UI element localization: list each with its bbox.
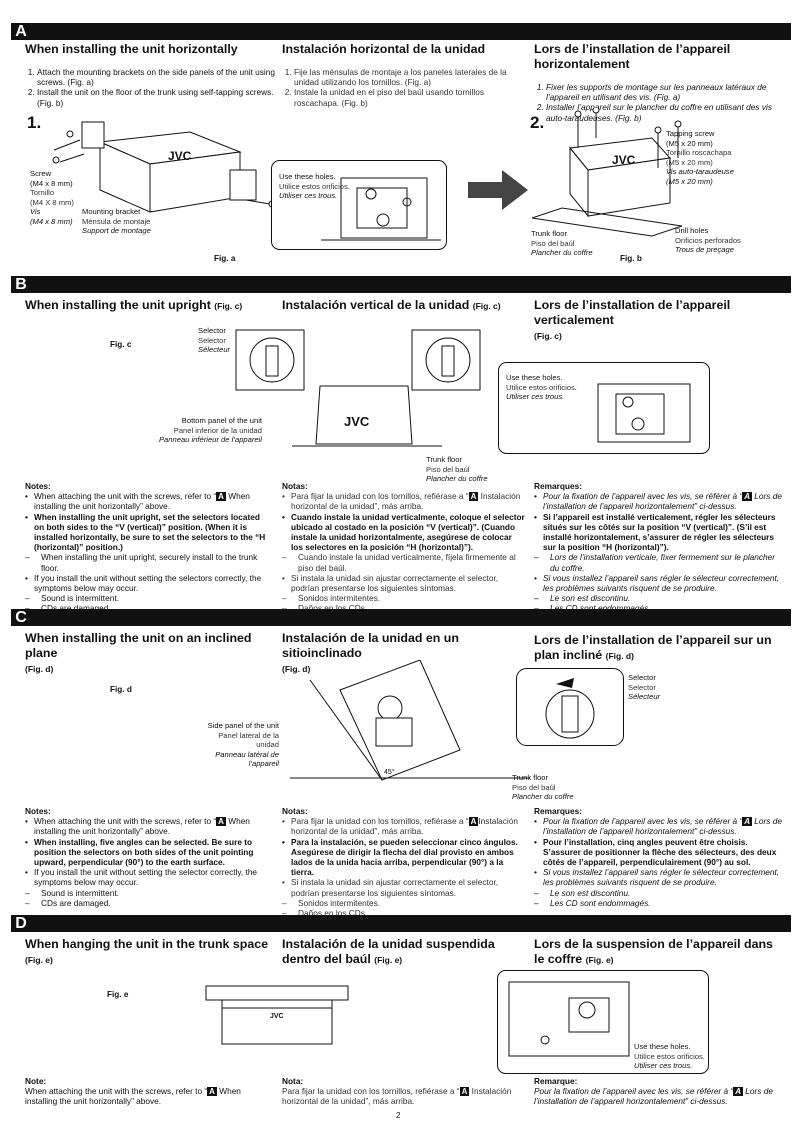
fig-d-label: Fig. d (110, 685, 132, 694)
use-holes-label-d: Use these holes.Utilice estos orificios.… (634, 1042, 705, 1071)
section-a-fr-steps: Fixer les supports de montage sur les pa… (534, 82, 784, 123)
fig-e-drawing: JVC (205, 985, 349, 1045)
section-c-fr-title: Lors de l’installation de l’appareil sur… (534, 633, 772, 662)
jvc-logo: JVC (344, 414, 370, 429)
section-a-es-steps: Fije las ménsulas de montaje a los panel… (282, 67, 526, 108)
use-holes-label-a: Use these holes.Utilice estos orificios.… (279, 172, 350, 201)
section-a-fr: Lors de l’installation de l’appareil hor… (534, 42, 784, 123)
section-c-notes-es: Notas: Para fijar la unidad con los torn… (282, 806, 526, 918)
tapping-screw-label: Tapping screw(M5 x 20 mm) Tornillo rosca… (666, 129, 734, 186)
screw-label: Screw(M4 x 8 mm) Tornillo(M4 X 8 mm) Vis… (30, 169, 74, 226)
section-a-header: A (11, 23, 791, 40)
page-number: 2 (396, 1111, 401, 1120)
use-holes-label-b: Use these holes.Utilice estos orificios.… (506, 373, 577, 402)
fig-a-label: Fig. a (214, 254, 236, 263)
selector-dial-drawing (516, 668, 624, 746)
step: Installer l’appareil sur le plancher du … (546, 102, 784, 122)
section-c-es-title: Instalación de la unidad en un sitioincl… (282, 631, 459, 674)
section-d-note-en: Note: When attaching the unit with the s… (25, 1076, 241, 1107)
section-a-fr-title: Lors de l’installation de l’appareil hor… (534, 42, 731, 71)
section-a-es: Instalación horizontal de la unidad Fije… (282, 42, 526, 108)
section-b-notes-es: Notas: Para fijar la unidad con los torn… (282, 481, 526, 614)
fig-e-label: Fig. e (107, 990, 129, 999)
section-c-header: C (11, 609, 791, 626)
section-a-es-title: Instalación horizontal de la unidad (282, 42, 486, 56)
section-b-en-title: When installing the unit upright (Fig. c… (25, 298, 243, 312)
section-d-note-fr: Remarque: Pour la fixation de l’appareil… (534, 1076, 773, 1107)
section-b-fr-title: Lors de l’installation de l’appareil ver… (534, 298, 731, 341)
jvc-logo: JVC (612, 153, 636, 167)
fig-c-label: Fig. c (110, 340, 132, 349)
step: Fixer les supports de montage sur les pa… (546, 82, 784, 102)
step: Fije las ménsulas de montaje a los panel… (294, 67, 526, 87)
step: Instale la unidad en el piso del baúl us… (294, 87, 526, 107)
jvc-logo: JVC (270, 1013, 284, 1020)
section-d-header: D (11, 915, 791, 932)
fig-b-unit-drawing: JVC (532, 108, 682, 237)
step: Install the unit on the floor of the tru… (37, 87, 275, 107)
fig-a-unit-drawing: JVC (52, 121, 276, 213)
section-d-en-title: When hanging the unit in the trunk space… (25, 937, 268, 965)
holes-box-a (271, 160, 447, 250)
section-a-badge: A (15, 23, 27, 40)
section-b-header: B (11, 276, 791, 293)
holes-box-b (498, 362, 710, 454)
section-b-es-title: Instalación vertical de la unidad (Fig. … (282, 298, 501, 312)
section-b-notes-en: Notes: When attaching the unit with the … (25, 481, 272, 614)
fig-b-label: Fig. b (620, 254, 642, 263)
step-1-number: 1. (27, 113, 42, 132)
holes-box-d (497, 970, 709, 1074)
section-d-note-es: Nota: Para fijar la unidad con los torni… (282, 1076, 512, 1107)
jvc-logo: JVC (168, 149, 192, 163)
section-d-badge: D (15, 915, 27, 932)
fig-d-drawing: 45° (290, 660, 530, 781)
section-c-en-title: When installing the unit on an inclined … (25, 631, 252, 674)
section-d-es-title: Instalación de la unidad suspendida dent… (282, 937, 495, 966)
step: Attach the mounting brackets on the side… (37, 67, 275, 87)
section-b-notes-fr: Remarques: Pour la fixation de l’apparei… (534, 481, 784, 614)
fig-c-drawing: JVC (235, 329, 481, 447)
section-a-en: When installing the unit horizontally At… (25, 42, 275, 108)
step-2-number: 2. (530, 113, 545, 132)
angle-label: 45° (384, 768, 395, 776)
section-c-notes-en: Notes: When attaching the unit with the … (25, 806, 272, 908)
section-c-notes-fr: Remarques: Pour la fixation de l’apparei… (534, 806, 784, 908)
section-d-fr-title: Lors de la suspension de l’appareil dans… (534, 937, 773, 966)
section-a-en-title: When installing the unit horizontally (25, 42, 238, 56)
section-a-en-steps: Attach the mounting brackets on the side… (25, 67, 275, 108)
arrow-right-icon (468, 170, 528, 210)
section-c-badge: C (15, 609, 27, 626)
section-b-badge: B (15, 276, 27, 293)
